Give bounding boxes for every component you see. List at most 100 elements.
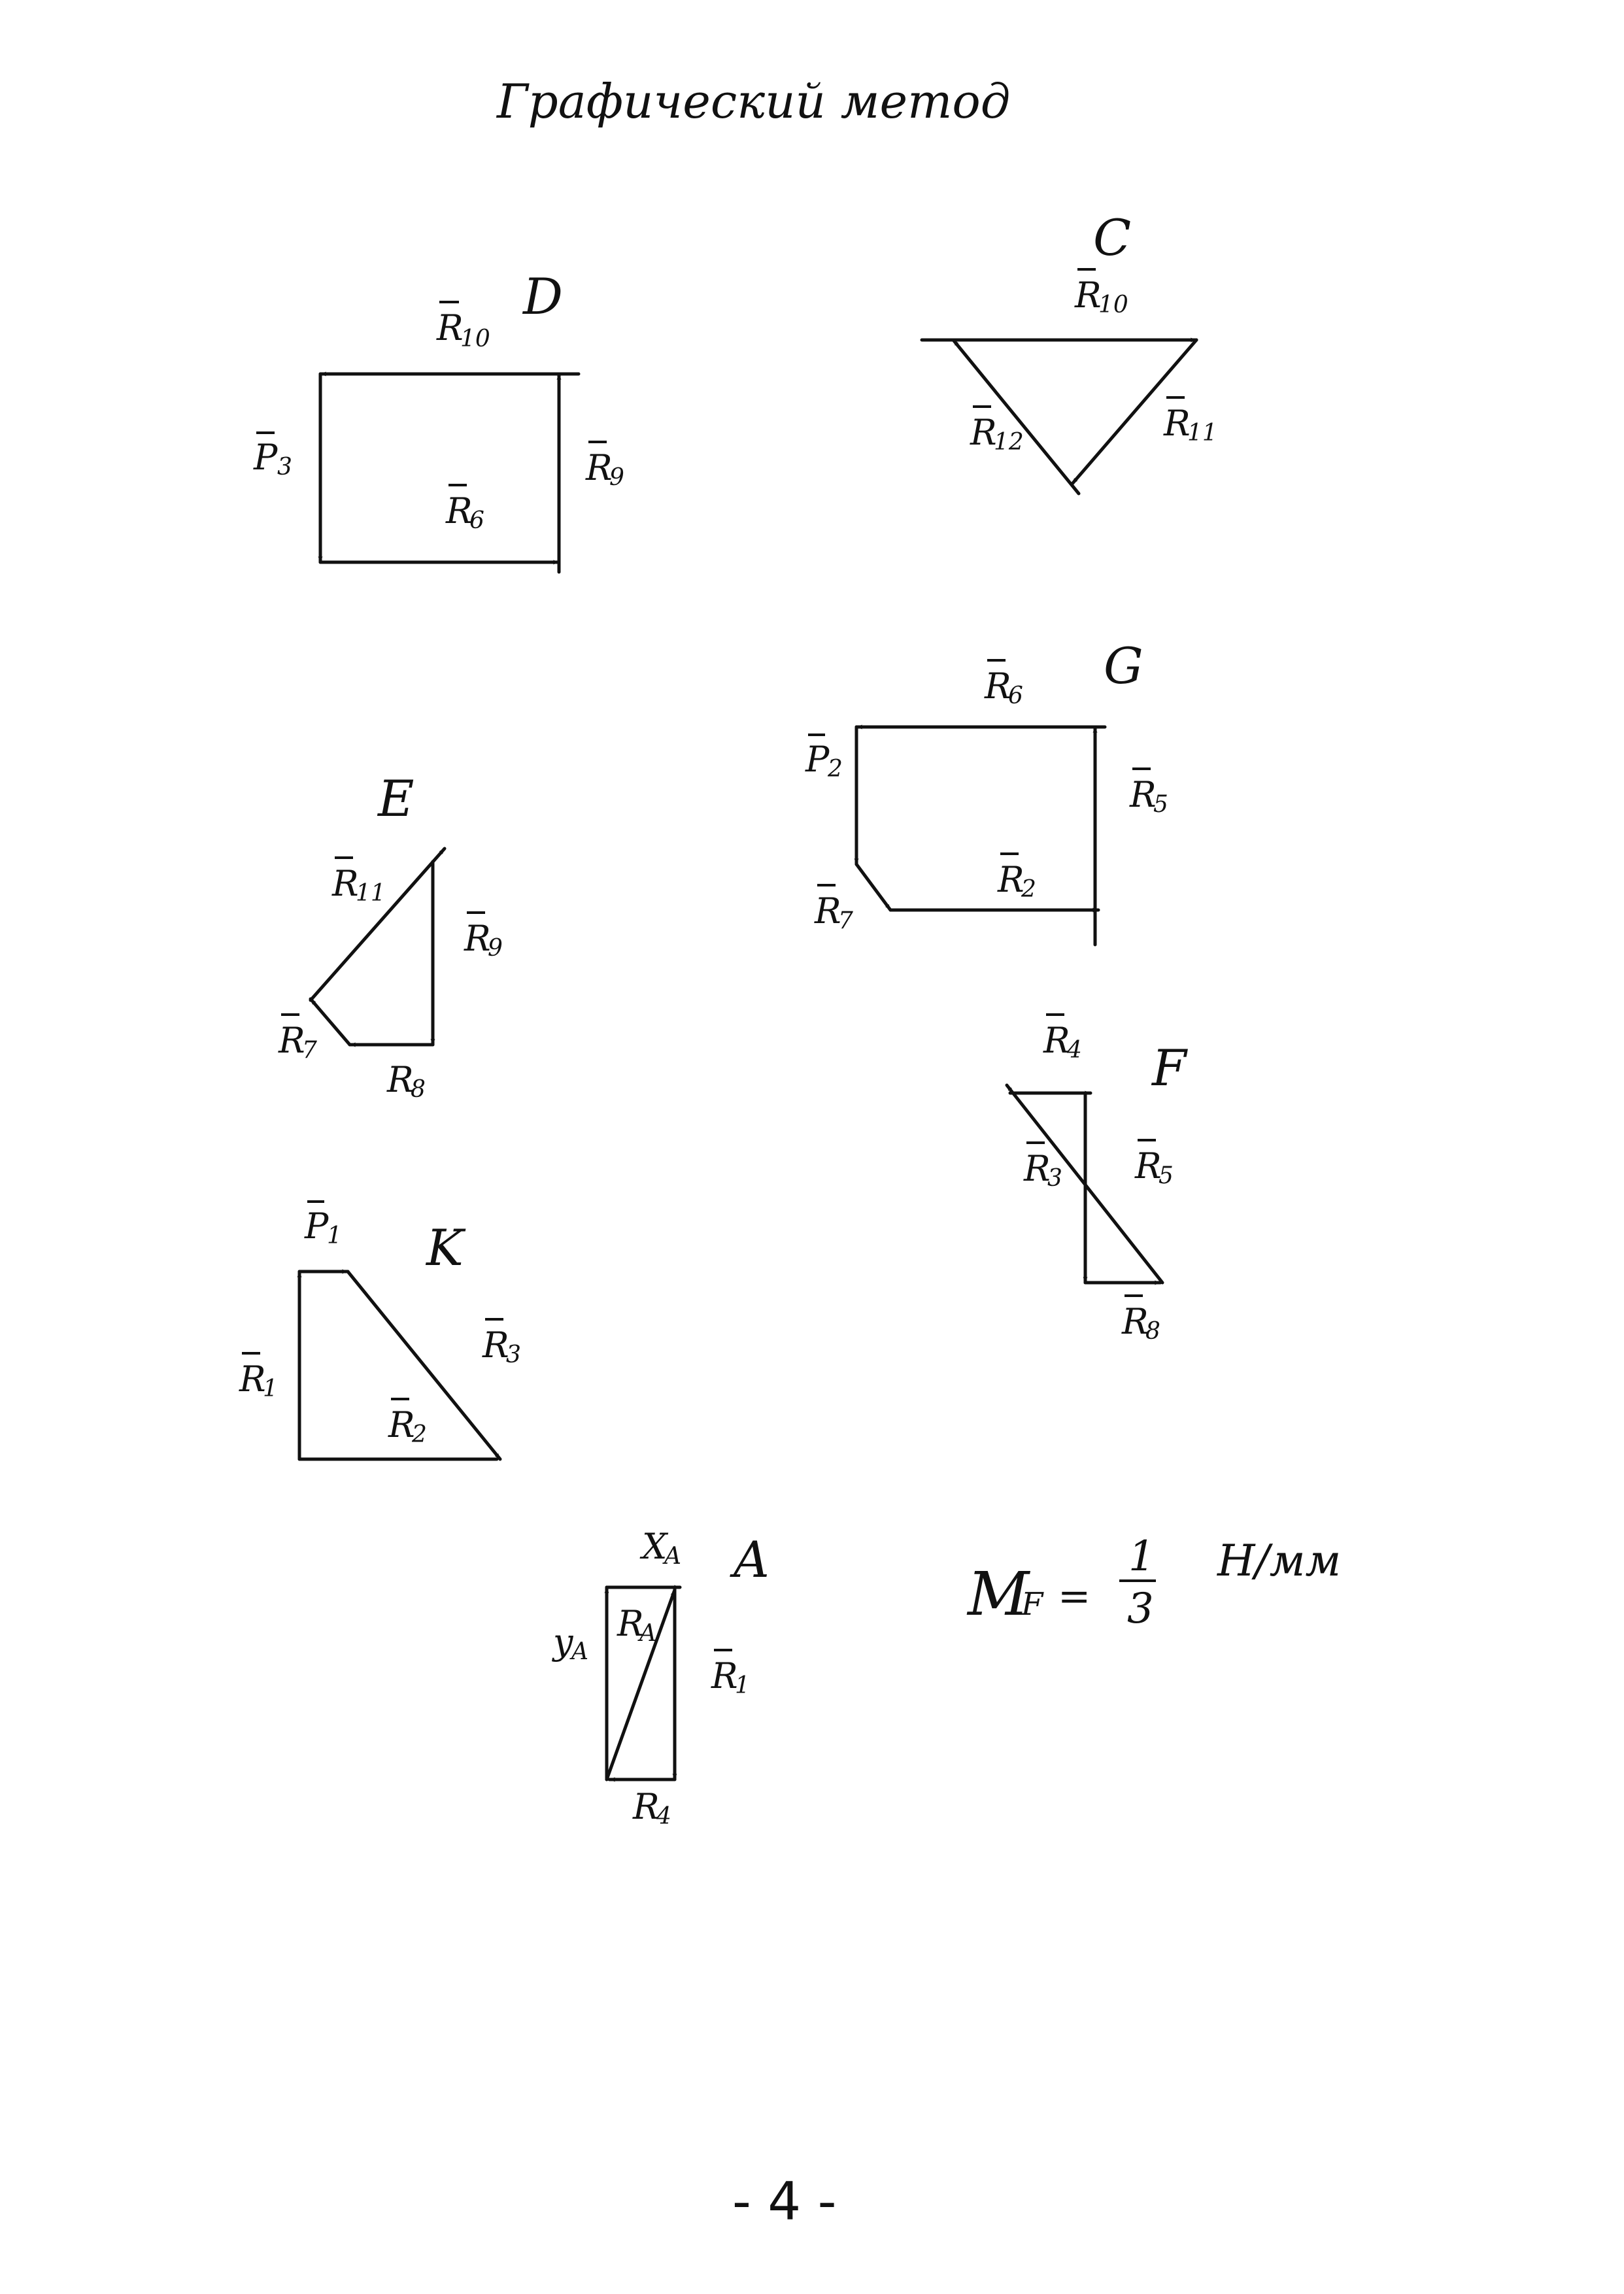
svg-text:R: R [814,890,841,932]
label-g-r2: R 2 [997,852,1036,903]
polygon-node-c: C R 10 R 11 R 12 [920,209,1217,496]
label-c-r11: R 11 [1163,396,1217,447]
node-label-a: A [730,1530,770,1589]
svg-text:R: R [1074,275,1102,316]
svg-text:1: 1 [327,1223,342,1249]
svg-text:11: 11 [356,880,386,907]
label-f-r3: R 3 [1023,1141,1062,1192]
label-a-r4: R 4 [632,1786,671,1830]
label-a-xa: X A [639,1526,681,1570]
svg-text:R: R [482,1324,509,1366]
svg-text:9: 9 [488,935,503,962]
svg-text:R: R [1043,1020,1070,1061]
polygon-node-g: G R 6 P 2 R 5 R 7 R 2 [805,637,1168,947]
svg-text:A: A [569,1638,588,1665]
svg-text:4: 4 [1066,1037,1082,1064]
scale-unit: Н/мм [1217,1536,1341,1586]
svg-text:R: R [617,1603,644,1644]
svg-text:F: F [1021,1586,1044,1623]
vector-e-r7 [309,997,352,1047]
svg-text:=: = [1058,1574,1091,1619]
svg-text:4: 4 [656,1803,671,1830]
svg-text:3: 3 [1047,1165,1062,1192]
label-c-r12: R 12 [970,405,1024,456]
svg-text:R: R [388,1404,415,1445]
label-c-r10: R 10 [1074,268,1128,318]
svg-text:10: 10 [1098,292,1128,318]
svg-text:R: R [331,863,359,904]
svg-text:R: R [464,918,491,959]
svg-text:P: P [805,739,830,780]
svg-text:3: 3 [506,1341,521,1368]
svg-text:12: 12 [994,429,1024,456]
svg-text:R: R [970,412,997,453]
label-k-r2: R 2 [388,1398,427,1448]
label-k-r3: R 3 [482,1318,521,1368]
node-label-k: K [425,1219,466,1277]
vector-f-r3 [1005,1083,1164,1285]
label-g-p2: P 2 [805,734,843,783]
svg-text:3: 3 [1127,1585,1154,1633]
svg-text:1: 1 [735,1672,750,1699]
label-g-r5: R 5 [1129,767,1168,818]
page-number: - 4 - [732,2171,837,2232]
svg-text:6: 6 [469,507,484,534]
label-d-r9: R 9 [585,441,624,491]
vector-c-r12 [951,338,1081,496]
svg-text:1: 1 [263,1375,278,1402]
vector-e-r11 [309,847,447,1002]
vector-k-r3 [346,1270,502,1461]
svg-text:R: R [1134,1145,1162,1187]
svg-text:P: P [304,1206,330,1247]
label-g-r7: R 7 [814,884,853,934]
svg-text:10: 10 [460,326,490,352]
svg-text:8: 8 [1145,1318,1160,1345]
svg-text:7: 7 [302,1037,317,1064]
svg-text:9: 9 [609,464,624,491]
label-e-r11: R 11 [331,856,386,907]
polygon-node-k: K P 1 R 1 R 3 R 2 [239,1200,521,1461]
label-f-r4: R 4 [1043,1013,1082,1064]
svg-text:5: 5 [1159,1162,1174,1189]
label-f-r5: R 5 [1134,1139,1174,1189]
svg-text:R: R [436,307,464,348]
svg-text:7: 7 [838,907,853,934]
label-e-r7: R 7 [278,1013,317,1064]
label-e-r8: R 8 [386,1059,426,1103]
polygon-node-f: F R 4 R 3 R 5 R 8 [1005,1013,1188,1345]
svg-text:A: A [637,1620,656,1647]
svg-text:11: 11 [1187,420,1217,447]
svg-text:R: R [239,1358,266,1400]
node-label-g: G [1104,637,1143,695]
label-d-r10: R 10 [436,301,490,352]
page-title: Графический метод [496,74,1010,129]
svg-text:3: 3 [277,454,292,481]
node-label-c: C [1093,209,1131,267]
node-label-e: E [377,769,414,828]
svg-text:1: 1 [1128,1532,1155,1581]
polygon-node-d: D R 10 P 3 R 9 R 6 [253,267,624,574]
svg-text:5: 5 [1153,791,1168,818]
vector-g-r7 [854,862,892,912]
node-label-d: D [522,267,563,326]
svg-text:R: R [278,1020,305,1061]
label-a-r1: R 1 [711,1649,750,1699]
label-f-r8: R 8 [1121,1294,1160,1345]
label-g-r6: R 6 [984,659,1023,709]
svg-text:2: 2 [827,756,843,783]
svg-text:P: P [253,437,279,478]
label-e-r9: R 9 [464,911,503,962]
vector-a-ra [605,1588,677,1781]
svg-text:M: M [966,1559,1031,1629]
svg-text:R: R [386,1059,414,1100]
polygon-node-e: E R 11 R 9 R 7 R 8 [278,769,503,1103]
svg-text:R: R [1129,774,1157,815]
svg-text:X: X [639,1526,669,1567]
svg-text:R: R [1121,1301,1149,1342]
svg-text:R: R [632,1786,660,1827]
label-a-ya: y A [552,1621,588,1665]
svg-text:2: 2 [411,1421,427,1448]
svg-text:R: R [997,859,1024,900]
